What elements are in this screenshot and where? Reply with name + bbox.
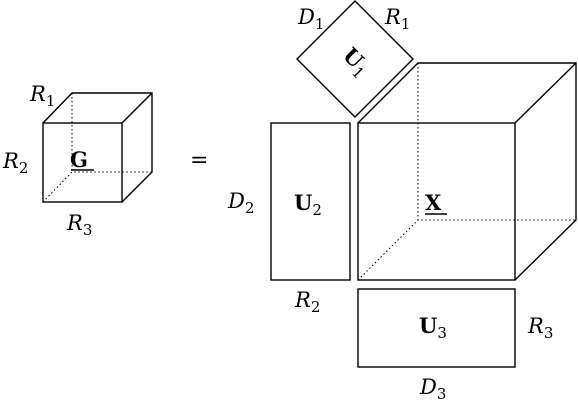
core-dim-r2-label: R2 xyxy=(2,149,28,177)
factor-u2-cols-label: R2 xyxy=(294,288,320,316)
core-tensor-symbol: G xyxy=(70,147,88,172)
factor-u3-symbol: U3 xyxy=(419,313,447,342)
data-tensor-symbol: X xyxy=(425,190,442,215)
factor-u3-cols-label: R3 xyxy=(527,314,553,342)
factor-u2-box xyxy=(270,122,351,281)
equals-sign: = xyxy=(190,148,208,173)
core-tensor-cube xyxy=(42,92,153,203)
core-dim-r1-label: R1 xyxy=(29,82,55,110)
factor-u1-symbol: U1 xyxy=(335,42,375,82)
factor-u1-rows-label: D1 xyxy=(297,5,324,33)
factor-u2-rows-label: D2 xyxy=(227,189,254,217)
data-tensor-cube xyxy=(357,62,577,281)
factor-u3-box xyxy=(357,288,516,368)
factor-u2-symbol: U2 xyxy=(294,190,322,219)
factor-u1-cols-label: R1 xyxy=(384,5,410,33)
factor-u3-rows-label: D3 xyxy=(419,375,446,402)
factor-u1-box xyxy=(296,0,414,118)
svg-text:U1: U1 xyxy=(335,42,375,82)
core-dim-r3-label: R3 xyxy=(66,211,92,239)
